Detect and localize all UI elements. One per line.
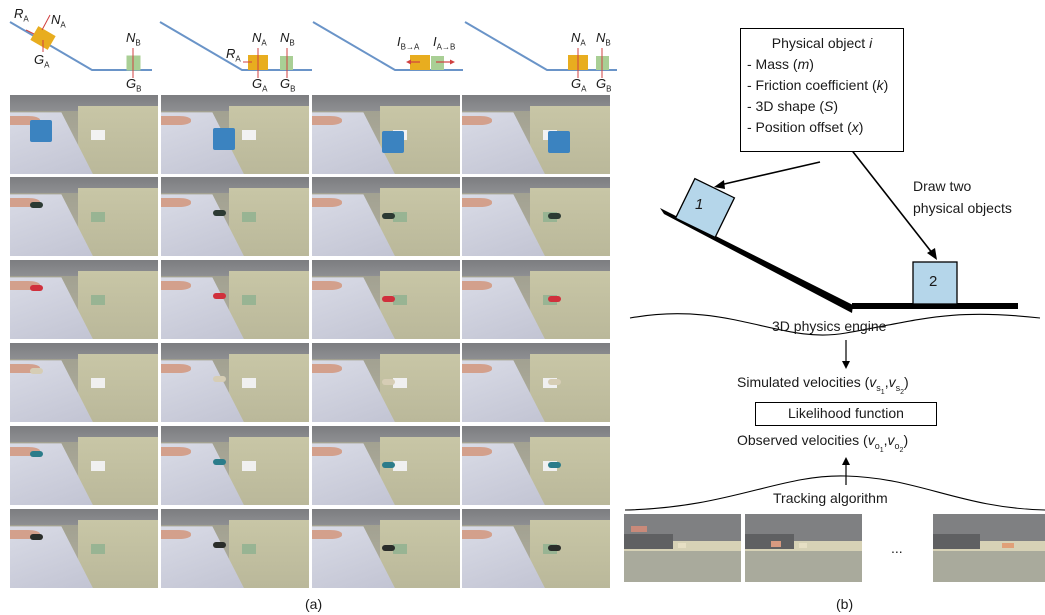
experiment-photo [462,95,610,174]
experiment-photo [10,509,158,588]
tracking-frame-2 [745,514,862,582]
experiment-photo [462,177,610,256]
ellipsis: ... [891,540,903,556]
experiment-photo [161,95,309,174]
caption-b: (b) [836,596,854,612]
tracking-frame-n [933,514,1045,582]
experiment-photo [10,343,158,422]
strip-panel-4 [464,21,617,78]
experiment-photo [312,343,460,422]
label-GB-1: GB [126,76,142,94]
property-item: - Position offset (x) [747,119,864,135]
experiment-photo [462,343,610,422]
object-1-label: 1 [695,196,704,213]
label-RA-2: RA [226,46,241,64]
top-diagram-strip [9,14,617,78]
draw-two-label: Draw two physical objects [913,178,1012,216]
property-item: - Mass (m) [747,56,814,72]
experiment-photo [312,95,460,174]
box-title: Physical object i [771,35,873,51]
label-NA-4: NA [571,30,586,48]
experiment-photo [312,426,460,505]
tracking-algorithm-label: Tracking algorithm [773,490,888,506]
experiment-photo [161,509,309,588]
photo-grid [10,95,610,588]
label-NA-2: NA [252,30,267,48]
experiment-photo [312,177,460,256]
experiment-photo [10,260,158,339]
label-GA-4: GA [571,76,587,94]
experiment-photo [10,177,158,256]
label-NB-4: NB [596,30,611,48]
label-IBA: IB→A [397,34,420,52]
label-GB-4: GB [596,76,612,94]
property-item: - Friction coefficient (k) [747,77,889,93]
experiment-photo [462,426,610,505]
experiment-photo [161,177,309,256]
label-NB-1: NB [126,30,141,48]
experiment-photo [312,509,460,588]
observed-velocities: Observed velocities (vo1,vo2) [737,432,909,454]
experiment-photo [462,260,610,339]
label-NA-1: NA [51,12,66,30]
strip-panel-2 [159,21,312,78]
simulated-velocities: Simulated velocities (vs1,vs2) [737,374,909,396]
caption-a: (a) [305,596,323,612]
object-2-label: 2 [929,273,938,290]
likelihood-function-box: Likelihood function [755,402,937,426]
label-IAB: IA→B [433,34,456,52]
experiment-photo [10,426,158,505]
label-GB-2: GB [280,76,296,94]
pipeline-diagram [624,147,1045,511]
property-item: - 3D shape (S) [747,98,839,114]
label-GA-2: GA [252,76,268,94]
strip-panel-1 [9,14,152,78]
experiment-photo [161,426,309,505]
label-NB-2: NB [280,30,295,48]
physics-engine-label: 3D physics engine [772,318,887,334]
experiment-photo [462,509,610,588]
strip-panel-3 [312,21,463,71]
experiment-photo [161,343,309,422]
experiment-photo [10,95,158,174]
label-RA-1: RA [14,6,29,24]
experiment-photo [161,260,309,339]
experiment-photo [312,260,460,339]
object-properties-box: Physical object i - Mass (m) - Friction c… [740,28,904,152]
tracking-frame-1 [624,514,741,582]
label-GA-1: GA [34,52,50,70]
